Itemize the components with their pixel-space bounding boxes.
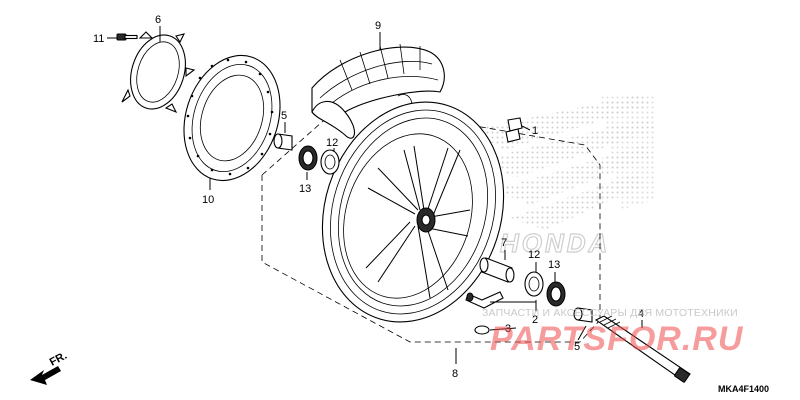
front-direction-arrow-icon bbox=[30, 366, 61, 385]
callout-12-left: 12 bbox=[326, 137, 338, 149]
left-oil-seal-part bbox=[298, 145, 318, 171]
watermark-tagline: ЗАПЧАСТИ И АКСЕССУАРЫ ДЛЯ МОТОТЕХНИКИ bbox=[482, 307, 738, 319]
disc-bolt-part bbox=[116, 33, 138, 41]
callout-11: 11 bbox=[93, 33, 104, 45]
callout-5-right: 5 bbox=[574, 341, 580, 353]
balance-weight-part bbox=[505, 117, 523, 143]
left-bearing-part bbox=[320, 149, 340, 175]
callout-13-left: 13 bbox=[299, 183, 311, 195]
tire-part bbox=[311, 43, 445, 139]
brake-disc-part bbox=[183, 54, 281, 182]
callout-5-left: 5 bbox=[281, 110, 287, 122]
watermark-site: PARTSFOR.RU bbox=[490, 320, 744, 358]
callout-1: 1 bbox=[532, 125, 538, 137]
left-side-collar-part bbox=[273, 133, 293, 151]
disc-carrier-part bbox=[121, 31, 196, 114]
right-side-collar-part bbox=[573, 307, 593, 323]
distance-collar-part bbox=[479, 257, 515, 283]
callout-7: 7 bbox=[501, 237, 507, 249]
leader-lines bbox=[107, 26, 643, 364]
callout-6: 6 bbox=[155, 14, 161, 26]
callout-13-right: 13 bbox=[548, 259, 560, 271]
honda-brand-watermark: HONDA bbox=[500, 228, 610, 258]
callout-4: 4 bbox=[638, 308, 644, 320]
callout-12-right: 12 bbox=[528, 249, 540, 261]
assembly-outline bbox=[261, 114, 601, 343]
callout-10: 10 bbox=[202, 194, 214, 206]
right-oil-seal-part bbox=[546, 281, 566, 307]
callout-8: 8 bbox=[452, 368, 458, 380]
callout-9: 9 bbox=[375, 20, 381, 32]
right-bearing-part bbox=[524, 271, 544, 297]
diagram-code: MKA4F1400 bbox=[718, 384, 769, 394]
tire-valve-part bbox=[465, 291, 504, 335]
front-direction-label: FR. bbox=[48, 350, 69, 369]
wheel-rim-part bbox=[321, 101, 505, 323]
callout-3: 3 bbox=[505, 323, 511, 335]
callout-2: 2 bbox=[532, 314, 538, 326]
front-axle-part bbox=[594, 315, 691, 383]
